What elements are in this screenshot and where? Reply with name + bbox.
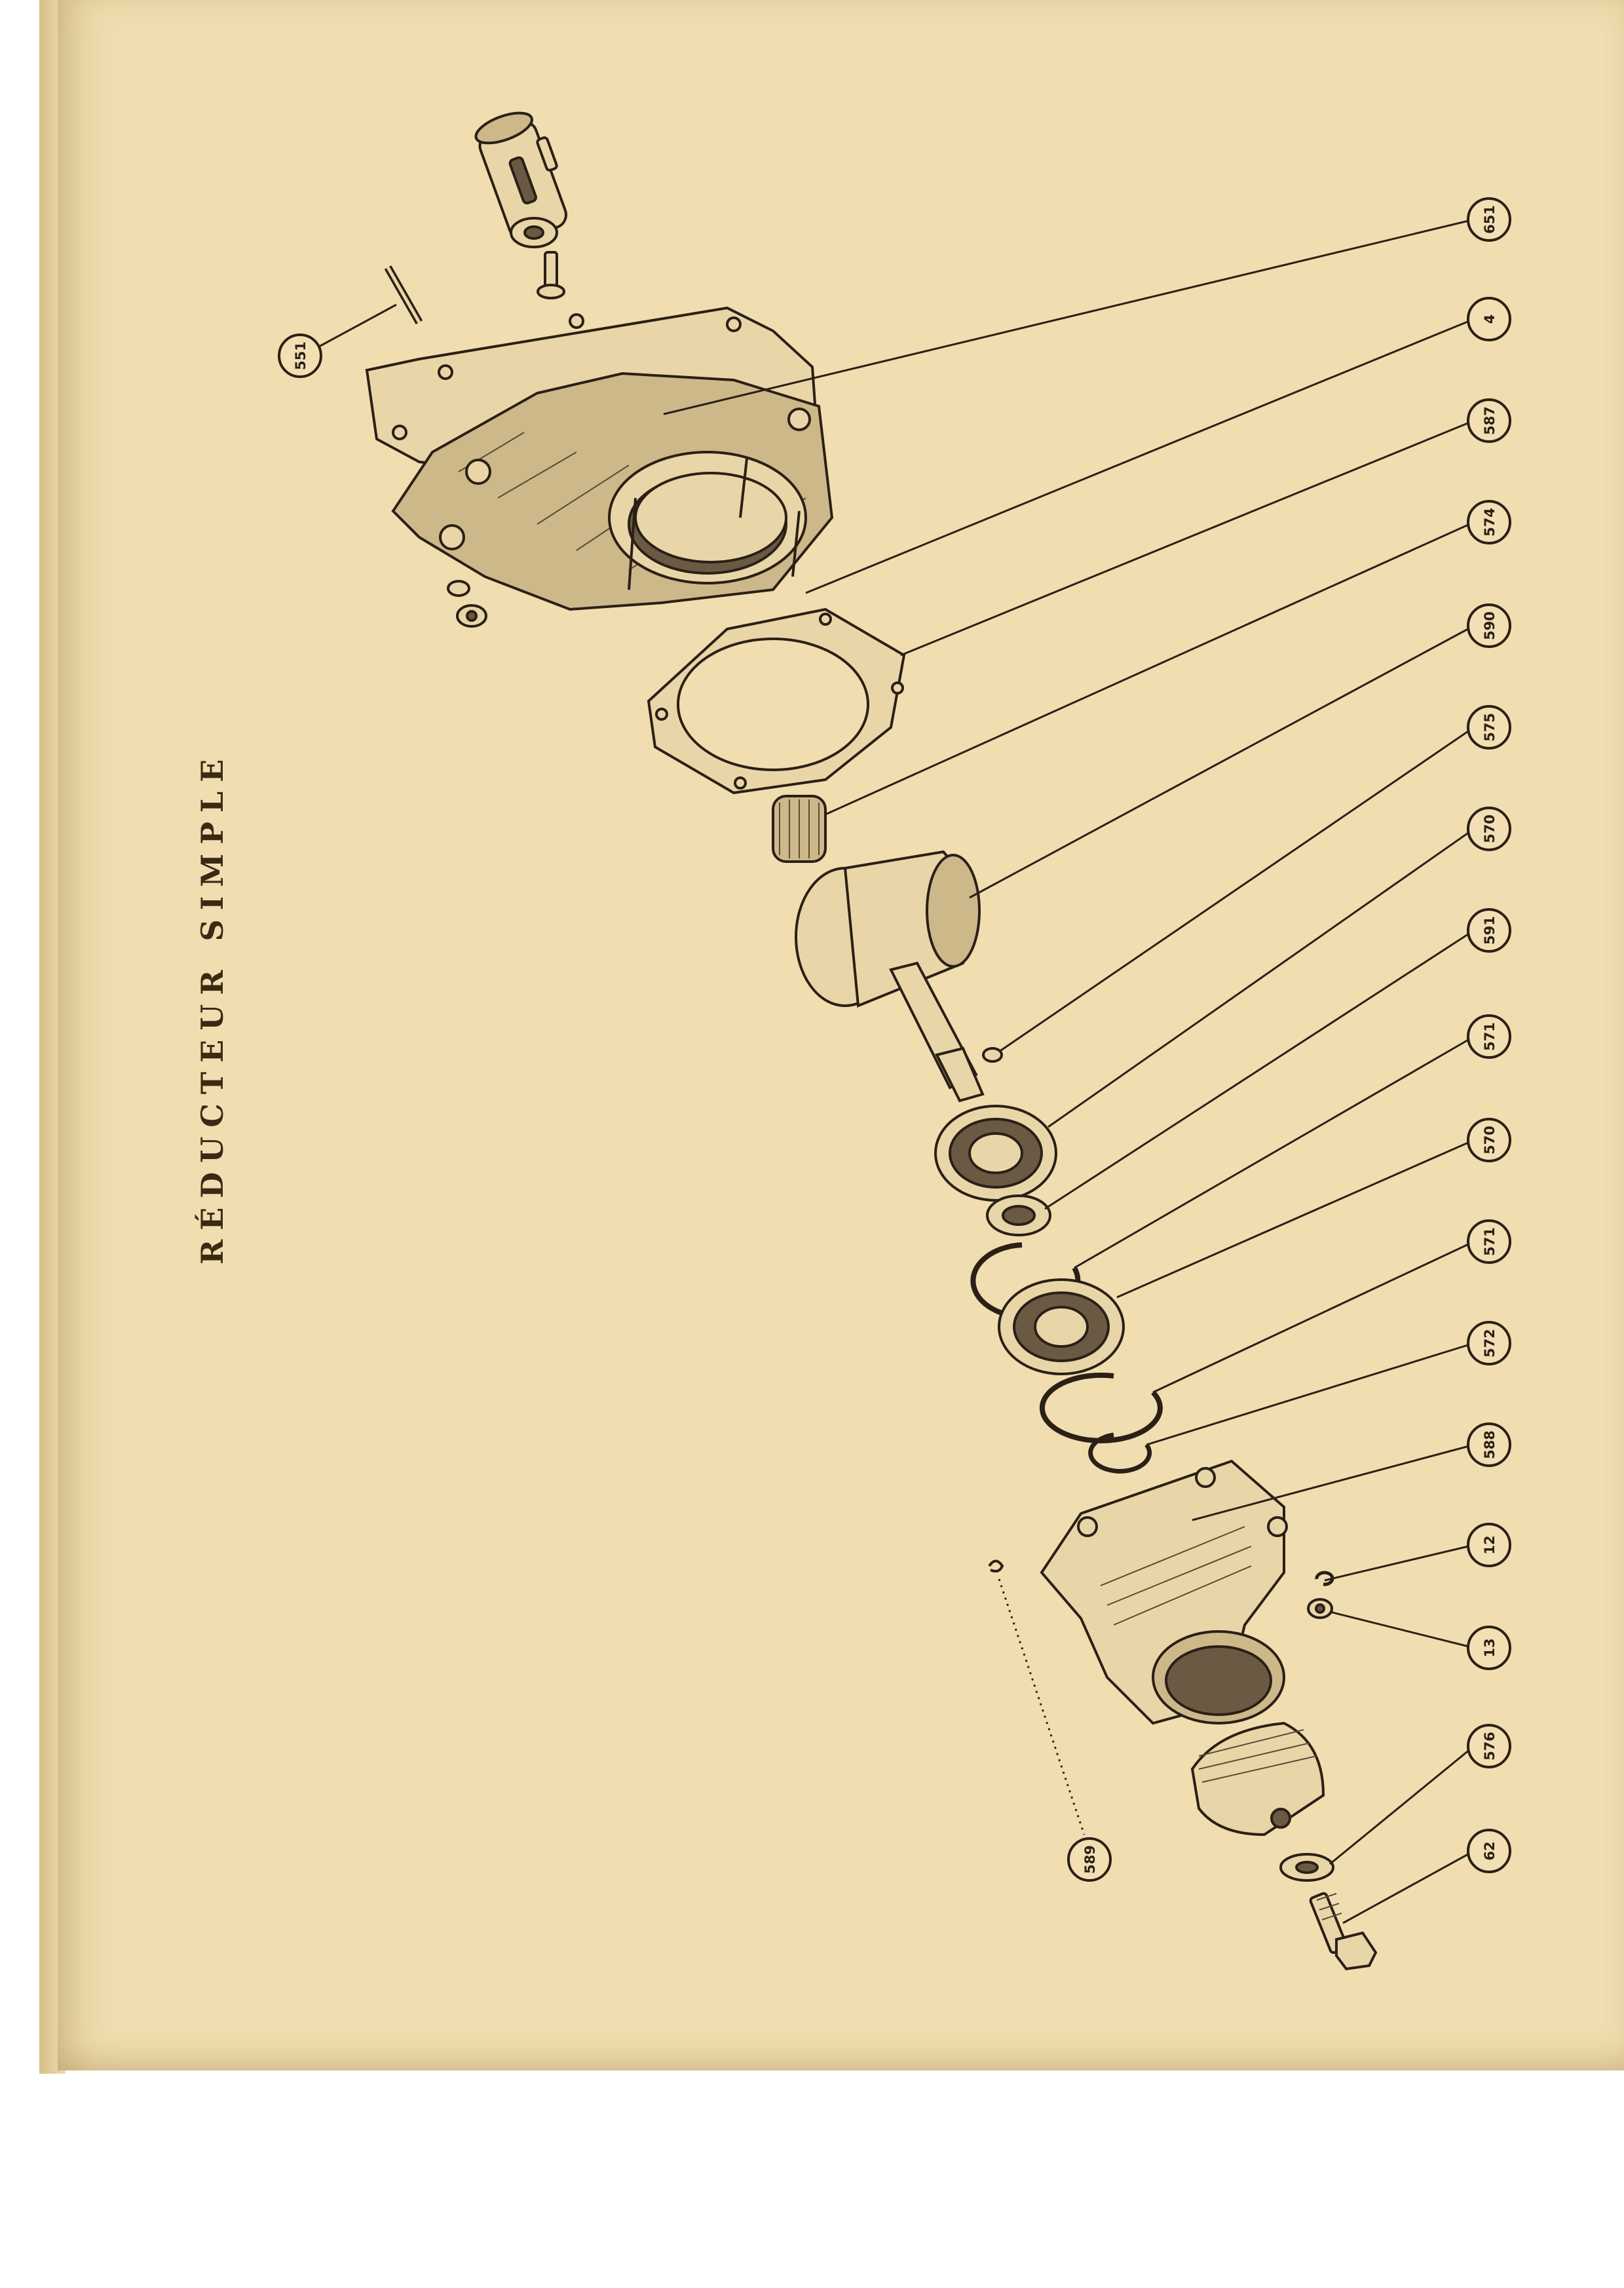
screw-part xyxy=(537,251,565,299)
svg-text:571: 571 xyxy=(1482,1022,1498,1051)
callout-590: 590 xyxy=(1467,603,1511,648)
washer-part xyxy=(510,217,558,248)
callout-587: 587 xyxy=(1467,398,1511,443)
callout-589: 589 xyxy=(1067,1837,1112,1882)
pin-part xyxy=(536,136,558,172)
svg-text:62: 62 xyxy=(1482,1841,1498,1860)
callout-576: 576 xyxy=(1467,1724,1511,1768)
svg-text:574: 574 xyxy=(1482,508,1498,537)
svg-text:588: 588 xyxy=(1482,1430,1498,1459)
svg-text:575: 575 xyxy=(1482,713,1498,742)
diagram-title: RÉDUCTEUR SIMPLE xyxy=(194,750,230,1265)
svg-text:4: 4 xyxy=(1482,315,1498,324)
pin-589-part xyxy=(988,1559,1004,1573)
nut-parts xyxy=(447,580,487,628)
callout-571-b: 571 xyxy=(1467,1219,1511,1264)
callout-575: 575 xyxy=(1467,705,1511,750)
svg-text:13: 13 xyxy=(1482,1638,1498,1657)
svg-text:12: 12 xyxy=(1482,1535,1498,1554)
bearing-570a-part xyxy=(934,1105,1057,1202)
callout-570-a: 570 xyxy=(1467,807,1511,851)
callout-551: 551 xyxy=(278,334,322,378)
callout-570-b: 570 xyxy=(1467,1118,1511,1162)
callout-591: 591 xyxy=(1467,908,1511,953)
circlip-571b-part xyxy=(1039,1372,1163,1443)
callout-574: 574 xyxy=(1467,500,1511,544)
main-housing-part xyxy=(391,372,834,611)
callout-651: 651 xyxy=(1467,197,1511,242)
washer-12-part xyxy=(1315,1571,1334,1586)
svg-text:576: 576 xyxy=(1482,1732,1498,1761)
callout-588: 588 xyxy=(1467,1422,1511,1467)
gasket-587-part xyxy=(647,607,906,795)
drum-590-part xyxy=(795,850,985,1103)
leader-lines xyxy=(317,218,1475,1924)
svg-text:589: 589 xyxy=(1082,1845,1098,1874)
bearing-570b-part xyxy=(998,1278,1125,1375)
svg-text:591: 591 xyxy=(1482,916,1498,945)
threaded-cap-part xyxy=(1190,1721,1325,1837)
svg-text:572: 572 xyxy=(1482,1329,1498,1358)
svg-text:651: 651 xyxy=(1482,205,1498,234)
shaft-key-part xyxy=(474,111,568,240)
ring-575-part xyxy=(982,1047,1003,1063)
spacer-591-part xyxy=(986,1194,1051,1236)
gear-574-part xyxy=(772,795,827,863)
svg-text:587: 587 xyxy=(1482,406,1498,435)
callout-62: 62 xyxy=(1467,1829,1511,1873)
callout-12: 12 xyxy=(1467,1523,1511,1567)
callout-4: 4 xyxy=(1467,297,1511,341)
washer-576-part xyxy=(1279,1853,1334,1882)
svg-text:571: 571 xyxy=(1482,1227,1498,1256)
svg-text:590: 590 xyxy=(1482,611,1498,640)
end-housing-588-part xyxy=(1040,1459,1288,1725)
callout-572: 572 xyxy=(1467,1321,1511,1365)
circlip-572-part xyxy=(1088,1432,1152,1474)
svg-text:551: 551 xyxy=(293,341,309,370)
rod-551-part xyxy=(384,265,423,324)
bolt-62-part xyxy=(1309,1892,1378,1971)
svg-text:570: 570 xyxy=(1482,814,1498,843)
svg-text:570: 570 xyxy=(1482,1126,1498,1154)
callout-13: 13 xyxy=(1467,1626,1511,1670)
callout-571-a: 571 xyxy=(1467,1014,1511,1059)
nut-13-part xyxy=(1307,1598,1333,1619)
